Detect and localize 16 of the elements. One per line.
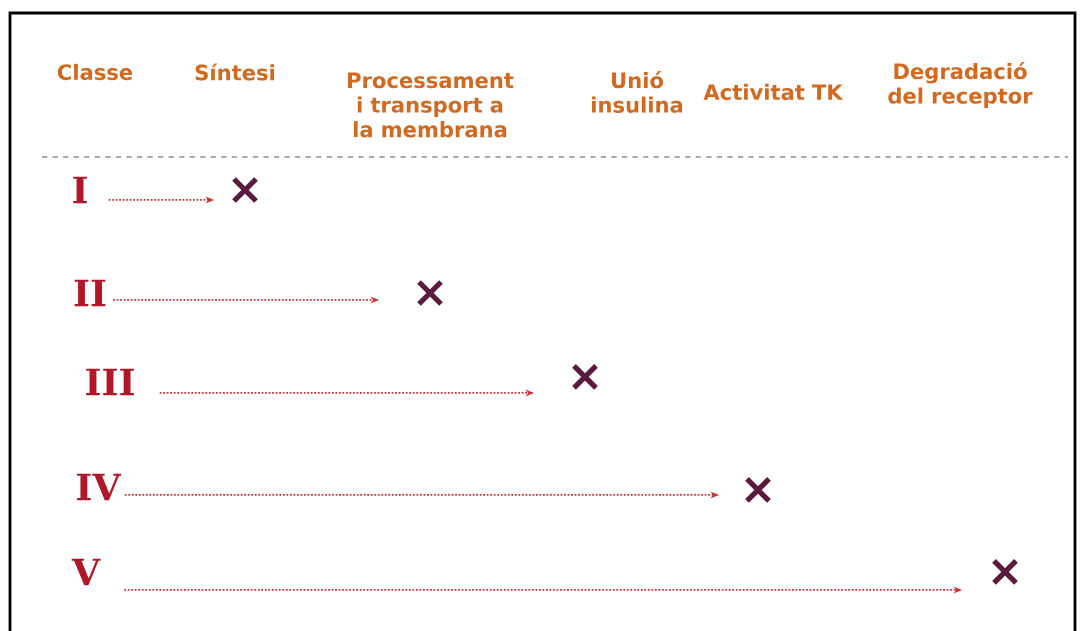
cross-mark (231, 176, 259, 204)
column-header: Activitat TK (703, 83, 844, 101)
class-numeral: II (74, 279, 106, 307)
cross-mark (744, 476, 772, 504)
column-header: Síntesi (195, 63, 275, 81)
class-numeral: V (71, 558, 101, 586)
class-numeral: IV (77, 473, 122, 501)
cross-mark (571, 363, 599, 391)
column-header: Classe (57, 63, 133, 81)
column-header: Unió insulina (592, 71, 683, 113)
class-numeral: I (73, 176, 87, 204)
column-header: Processament i transport a la membrana (348, 72, 514, 138)
cross-mark (991, 558, 1019, 586)
cross-mark (416, 279, 444, 307)
class-numeral: III (86, 368, 134, 396)
column-header: Degradació del receptor (888, 62, 1033, 108)
